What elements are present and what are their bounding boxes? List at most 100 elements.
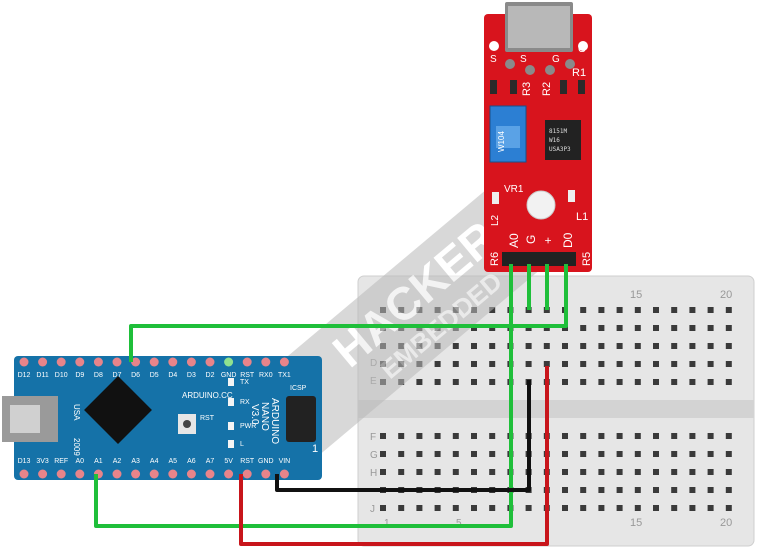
mic-pad: [505, 59, 515, 69]
breadboard-hole: [707, 487, 714, 493]
breadboard-hole: [380, 505, 386, 511]
row-label-h: H: [370, 468, 377, 479]
breadboard-hole: [707, 361, 714, 367]
arduino-pin-label: RX0: [259, 372, 273, 379]
breadboard-hole: [598, 487, 605, 493]
breadboard-hole: [653, 505, 659, 511]
wire-a0-green: [94, 310, 513, 528]
icsp-one: 1: [312, 443, 318, 455]
breadboard-hole: [653, 307, 659, 313]
breadboard-hole: [707, 343, 714, 349]
breadboard-hole: [525, 361, 532, 367]
breadboard-hole: [543, 343, 550, 349]
arduino-pin-label: REF: [54, 458, 68, 465]
led-label-l: L: [240, 441, 244, 448]
breadboard-hole: [525, 505, 532, 511]
breadboard-hole: [616, 307, 623, 313]
breadboard-hole: [725, 505, 732, 511]
breadboard-hole: [398, 433, 405, 439]
arduino-pin-d12: [19, 357, 29, 367]
breadboard-hole: [725, 451, 732, 457]
comparator-chip: [545, 120, 581, 160]
breadboard-hole: [598, 451, 605, 457]
wire-5v-red: [239, 366, 549, 546]
breadboard-hole: [434, 361, 441, 367]
mic-pad: [565, 59, 575, 69]
arduino-pin-a7: [205, 469, 215, 479]
breadboard-hole: [707, 505, 714, 511]
breadboard-hole: [616, 325, 623, 331]
breadboard-hole: [689, 451, 696, 457]
breadboard-hole: [416, 379, 423, 385]
breadboard-hole: [689, 361, 696, 367]
breadboard-hole: [653, 325, 659, 331]
breadboard-hole: [434, 505, 441, 511]
breadboard-hole: [616, 379, 623, 385]
title-top: ARDUINO: [269, 398, 280, 444]
breadboard-hole: [580, 433, 587, 439]
breadboard-hole: [489, 505, 496, 511]
pin-header: [502, 252, 576, 266]
arduino-pin-label: D6: [131, 372, 140, 379]
led: [228, 398, 234, 406]
breadboard-hole: [562, 451, 568, 457]
breadboard-hole: [598, 361, 605, 367]
breadboard-hole: [380, 469, 386, 475]
breadboard-hole: [452, 451, 459, 457]
breadboard-hole: [489, 361, 496, 367]
breadboard-hole: [616, 343, 623, 349]
arduino-pin-d11: [38, 357, 48, 367]
icsp-label: ICSP: [290, 385, 307, 392]
breadboard-hole: [562, 379, 568, 385]
arduino-pin-label: 5V: [224, 458, 233, 465]
breadboard-hole: [725, 433, 732, 439]
breadboard-hole: [707, 325, 714, 331]
arduino-pin-rx0: [261, 357, 271, 367]
breadboard-hole: [689, 433, 696, 439]
breadboard-hole: [707, 469, 714, 475]
arduino-pin-label: D10: [55, 372, 68, 379]
breadboard-hole: [671, 487, 678, 493]
breadboard-hole: [707, 451, 714, 457]
col-label-20: 20: [720, 289, 732, 301]
wire-d7-green: [129, 310, 568, 362]
year-label: 2009: [72, 438, 81, 456]
breadboard-hole: [616, 451, 623, 457]
breadboard-hole: [598, 433, 605, 439]
title-bottom: NANO: [259, 402, 270, 431]
breadboard-hole: [598, 307, 605, 313]
breadboard-hole: [653, 361, 659, 367]
breadboard-hole: [580, 451, 587, 457]
pin-label-d0: D0: [561, 232, 575, 248]
arduino-pin-label: D9: [75, 372, 84, 379]
sensor-label-r6: R6: [489, 252, 501, 266]
breadboard-hole: [707, 379, 714, 385]
breadboard-hole: [416, 469, 423, 475]
microcontroller: [84, 376, 152, 444]
breadboard-hole: [616, 469, 623, 475]
breadboard-hole: [634, 469, 641, 475]
arduino-pin-label: D2: [206, 372, 215, 379]
breadboard-hole: [416, 451, 423, 457]
sensor-label-g2: G: [578, 44, 586, 55]
breadboard-hole: [634, 379, 641, 385]
smd-resistor: [510, 80, 517, 94]
chip-line-3: USA3P3: [549, 146, 571, 153]
breadboard-hole: [452, 505, 459, 511]
breadboard-hole: [416, 505, 423, 511]
breadboard-hole: [671, 469, 678, 475]
breadboard-hole: [562, 505, 568, 511]
breadboard-hole: [616, 361, 623, 367]
arduino-pin-label: D13: [18, 458, 31, 465]
breadboard-hole: [434, 379, 441, 385]
breadboard-hole: [598, 469, 605, 475]
breadboard-hole: [725, 307, 732, 313]
pot-label: W104: [497, 131, 506, 152]
breadboard-hole: [598, 325, 605, 331]
arduino-pin-label: RST: [240, 372, 255, 379]
sensor-pins: [509, 264, 568, 310]
breadboard-hole: [434, 469, 441, 475]
breadboard-hole: [543, 361, 550, 367]
arduino-pin-d4: [168, 357, 178, 367]
